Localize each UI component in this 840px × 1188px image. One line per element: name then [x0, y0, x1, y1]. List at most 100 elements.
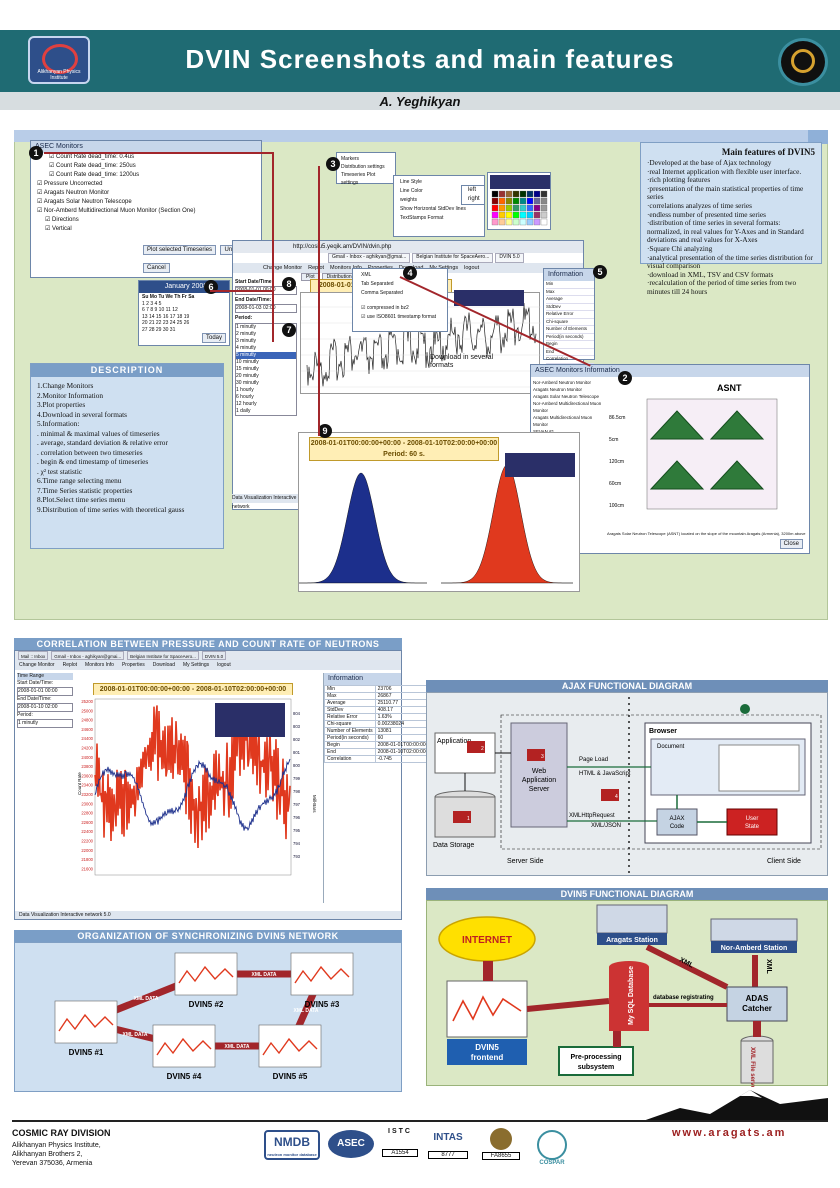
asec-monitor-item[interactable]: Aragats Neutron Monitor	[533, 387, 583, 392]
download-menu-item[interactable]: Tab Separated	[361, 281, 394, 287]
monitor-item[interactable]: ☑ Pressure Uncorrected	[37, 181, 103, 187]
palette-swatch	[498, 190, 506, 198]
website-url[interactable]: www.aragats.am	[672, 1127, 787, 1139]
calendar-week[interactable]: 20 21 22 23 24 25 26	[142, 320, 190, 326]
today-button[interactable]: Today	[201, 333, 226, 343]
palette-swatch	[505, 218, 513, 226]
palette-swatch	[526, 218, 534, 226]
asnt-detector	[709, 410, 765, 440]
period-option[interactable]: 3 minutly	[236, 338, 257, 344]
info-row: Chi-square	[546, 319, 594, 326]
module-number: 1	[467, 816, 470, 822]
cancel-button[interactable]: Cancel	[143, 263, 170, 273]
browser-tab[interactable]: Belgian Institute for SpaceAero...	[412, 253, 494, 263]
period-label: Period:	[235, 315, 253, 321]
corr-end-label: End Date/Time:	[17, 696, 52, 702]
line-side-right[interactable]: right	[468, 196, 480, 202]
corr-browser-tab[interactable]: Mail :: Inbox	[18, 651, 49, 660]
line-menu-item[interactable]: Line Style	[400, 179, 422, 185]
dvin5-title: DVIN5 FUNCTIONAL DIAGRAM	[426, 888, 828, 900]
end-date-input[interactable]: 2008-01-03 02:00	[235, 304, 297, 313]
corr-toolbar-item[interactable]: My Settings	[182, 662, 210, 668]
corr-toolbar-item[interactable]: Monitors Info	[85, 662, 114, 668]
monitor-item[interactable]: ☑ Count Rate dead_time: 250us	[49, 163, 136, 169]
application-module	[467, 741, 485, 753]
toolbar-item[interactable]: Monitors Info	[330, 265, 362, 271]
close-button[interactable]: Close	[779, 539, 803, 549]
monitor-item[interactable]: ☑ Count Rate dead_time: 0.4us	[49, 154, 135, 160]
asec-monitor-item[interactable]: Aragats Multidirectional Muon Monitor	[533, 415, 593, 427]
monitor-item[interactable]: ☑ Aragats Neutron Monitor	[37, 190, 110, 196]
corr-toolbar-item[interactable]: Replot	[62, 662, 78, 668]
period-option[interactable]: 1 daily	[236, 408, 251, 414]
period-option[interactable]: 12 hourly	[236, 401, 257, 407]
period-option[interactable]: 1 minutly	[236, 324, 257, 330]
distribution-legend	[505, 453, 575, 477]
transfer-module	[601, 789, 619, 801]
address-bar[interactable]: http://cosiu5.yeqik.am/DVIN/dvin.php	[233, 241, 583, 253]
palette-swatch	[512, 211, 520, 219]
period-option[interactable]: 20 minutly	[236, 373, 259, 379]
line-side-left[interactable]: left	[468, 187, 477, 193]
toolbar-item[interactable]: Change Monitor	[263, 265, 303, 271]
aragats-station-graphic	[596, 904, 668, 934]
asec-monitor-item[interactable]: Nor-Amberd Neutron Monitor	[533, 380, 592, 385]
pressure-series	[94, 758, 291, 831]
sync-node-5-thumb-line	[262, 1037, 318, 1056]
features-box: Main features of DVIN5 ·Developed at the…	[640, 142, 822, 296]
asec-monitor-item[interactable]: Aragats Solar Neutron Telescope	[533, 394, 599, 399]
corr-toolbar-item[interactable]: Properties	[121, 662, 145, 668]
download-menu-item[interactable]: Comma Separated	[361, 290, 403, 296]
download-menu-item[interactable]: XML	[361, 272, 372, 278]
properties-menu-item[interactable]: Distribution settings	[341, 164, 385, 170]
calendar-week[interactable]: 6 7 8 9 10 11 12	[142, 307, 178, 313]
calendar-week[interactable]: 1 2 3 4 5	[142, 300, 162, 307]
calendar-week[interactable]: 27 28 29 30 31	[142, 326, 176, 333]
line-menu-item[interactable]: TextStamps Format	[400, 215, 444, 221]
browser-tab[interactable]: Gmail - Inbox - aghikyan@gmai...	[328, 253, 411, 263]
corr-browser-tab[interactable]: DVIN 5.0	[201, 651, 227, 660]
toolbar-item[interactable]: logout	[464, 265, 480, 271]
plot-selected-button[interactable]: Plot selected Timeseries	[143, 245, 217, 255]
monitor-item[interactable]: ☑ Count Rate dead_time: 1200us	[49, 172, 140, 178]
monitor-item[interactable]: ☑ Vertical	[45, 226, 72, 232]
footer-divider	[12, 1120, 828, 1122]
corr-start-input[interactable]: 2008-01-01 00:00	[17, 687, 73, 696]
corr-end-input[interactable]: 2008-01-10 02:00	[17, 703, 73, 712]
period-option[interactable]: 1 hourly	[236, 387, 254, 393]
corr-toolbar-item[interactable]: Change Monitor	[19, 662, 55, 668]
period-option[interactable]: 15 minutly	[236, 366, 259, 372]
period-option[interactable]: 5 minutly	[236, 352, 296, 359]
calendar-week[interactable]: 13 14 15 16 17 18 19	[142, 313, 190, 320]
download-option[interactable]: ☑ use ISO8601 timestamp format	[361, 314, 437, 320]
period-option[interactable]: 4 minutly	[236, 345, 257, 351]
palette-swatch	[491, 218, 499, 226]
monitor-item[interactable]: ☑ Nor-Amberd Multidirectional Muon Monit…	[37, 208, 196, 214]
line-menu-item[interactable]: Line Color	[400, 188, 423, 194]
period-option[interactable]: 2 minutly	[236, 331, 257, 337]
period-option[interactable]: 10 minutly	[236, 359, 259, 365]
browser-tab[interactable]: DVIN 5.0	[495, 253, 524, 263]
toolbar-item[interactable]: Replot	[308, 265, 325, 271]
monitor-item[interactable]: ☑ Directions	[45, 217, 79, 223]
download-option[interactable]: ☑ compressed in bz2	[361, 305, 409, 311]
corr-browser-tab[interactable]: Belgian Institute for SpaceAero...	[127, 651, 199, 660]
period-option[interactable]: 30 minutly	[236, 380, 259, 386]
internet-label: INTERNET	[462, 935, 512, 946]
asec-monitor-item[interactable]: SEVAN #1	[533, 428, 603, 435]
properties-menu-item[interactable]: Markers	[341, 156, 360, 162]
corr-period-select[interactable]: 1 minutly	[17, 719, 73, 728]
corr-browser-tab[interactable]: Gmail - Inbox - aghikyan@gmai...	[51, 651, 125, 660]
monitor-item[interactable]: ☑ Aragats Solar Neutron Telescope	[37, 199, 132, 205]
corr-toolbar-item[interactable]: Download	[152, 662, 175, 668]
properties-menu-item[interactable]: Timeseries Plot settings	[341, 172, 376, 186]
corr-toolbar-item[interactable]: logout	[217, 662, 231, 668]
line-menu-item[interactable]: Show Horizontal StdDev lines	[400, 206, 466, 212]
period-option[interactable]: 6 hourly	[236, 394, 254, 400]
asec-monitor-item[interactable]: Nor-Amberd Multidirectional Muon Monitor	[533, 401, 602, 413]
color-palette[interactable]	[487, 172, 551, 230]
line-menu-item[interactable]: weights	[400, 197, 417, 203]
